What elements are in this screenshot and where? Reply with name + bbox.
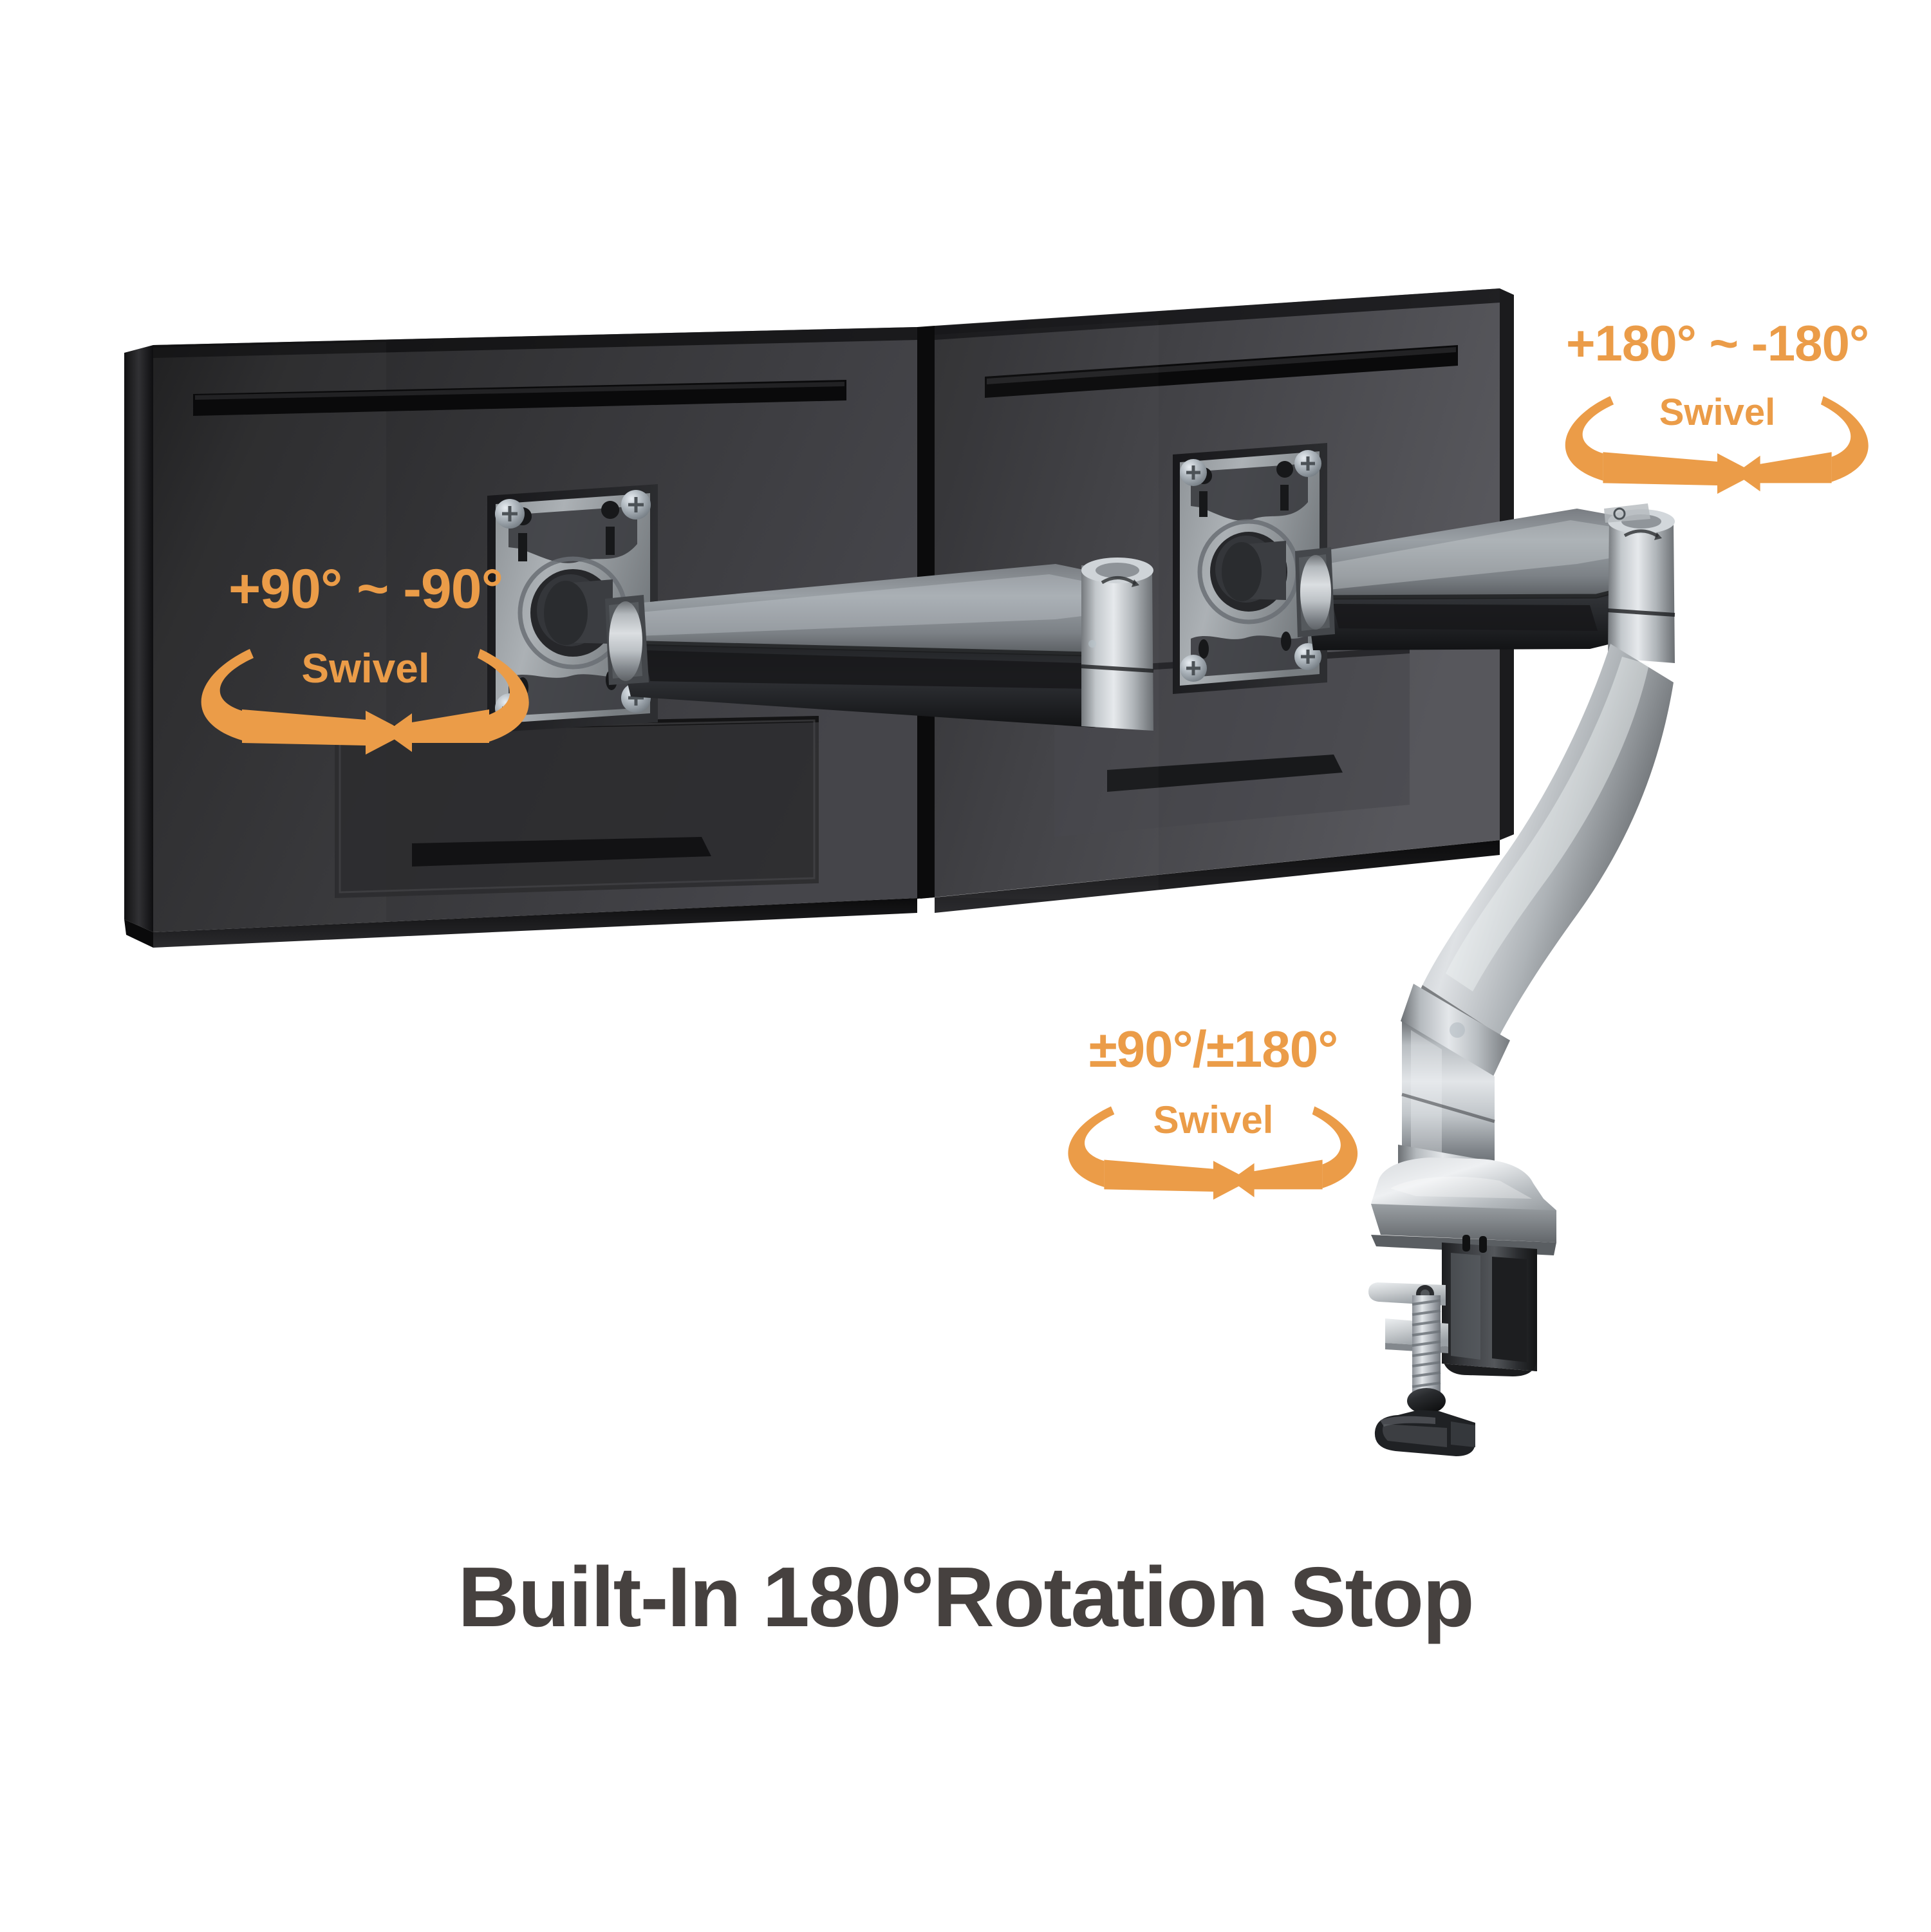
swivel-label-right: Swivel bbox=[1659, 391, 1776, 433]
arm-right-joint-hub bbox=[1604, 503, 1675, 663]
swivel-label-left: Swivel bbox=[301, 645, 430, 691]
annotation-monitor-right-swivel: +180° ~ -180° Swivel bbox=[1531, 318, 1904, 494]
swivel-degrees-right: +180° ~ -180° bbox=[1565, 315, 1869, 371]
arm-right bbox=[1295, 509, 1652, 650]
curved-double-arrow-icon bbox=[1565, 396, 1869, 494]
clamp-tightening-knob bbox=[1374, 1388, 1475, 1456]
swivel-degrees-left: +90° ~ -90° bbox=[229, 558, 503, 620]
arm-left bbox=[605, 564, 1133, 727]
curved-double-arrow-icon bbox=[1068, 1106, 1358, 1200]
annotation-monitor-left-swivel: +90° ~ -90° Swivel bbox=[173, 561, 559, 755]
vesa-screws-right bbox=[1180, 450, 1321, 682]
gas-spring-arm bbox=[1401, 644, 1674, 1079]
swivel-label-base: Swivel bbox=[1153, 1098, 1274, 1141]
swivel-degrees-base: ±90°/±180° bbox=[1088, 1020, 1338, 1078]
swivel-arrow-group-base: Swivel bbox=[1043, 1082, 1384, 1204]
annotation-base-swivel: ±90°/±180° Swivel bbox=[1043, 1024, 1384, 1204]
swivel-arrow-group-left: Swivel bbox=[173, 626, 559, 755]
arm-left-joint-hub bbox=[1081, 558, 1154, 731]
clamp-threaded-bolt bbox=[1412, 1295, 1441, 1398]
vesa-plate-left bbox=[487, 484, 658, 733]
curved-double-arrow-icon bbox=[201, 649, 529, 755]
swivel-arrow-group-right: Swivel bbox=[1531, 375, 1904, 494]
c-clamp bbox=[1368, 1235, 1537, 1456]
page-title: Built-In 180°Rotation Stop bbox=[458, 1550, 1474, 1644]
